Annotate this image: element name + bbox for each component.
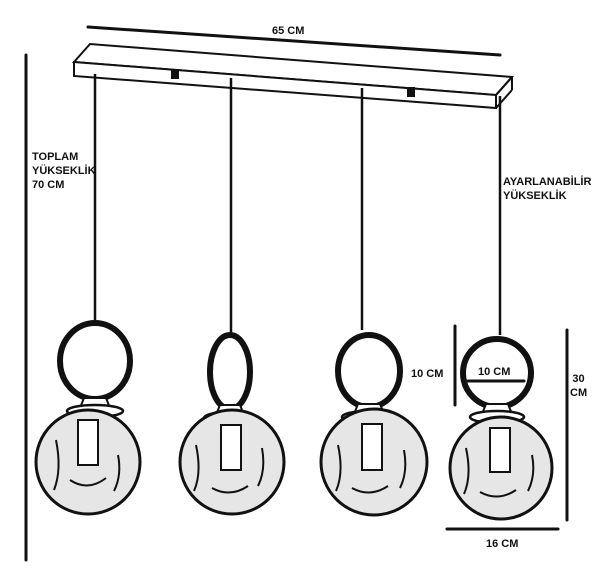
adjustable-height-label-line-1: AYARLANABİLİR xyxy=(503,176,592,188)
pendant-1 xyxy=(34,74,142,516)
pendant-height-label: 30 CM xyxy=(570,372,587,400)
adjustable-height-label: AYARLANABİLİR YÜKSEKLİK xyxy=(503,175,591,203)
pendant-2 xyxy=(178,78,286,516)
width-label: 65 CM xyxy=(272,25,305,37)
total-height-label-line-1: TOPLAM xyxy=(32,151,79,163)
pendant-4 xyxy=(448,96,554,521)
width-dimension-line xyxy=(86,25,502,57)
adjustable-height-label-line-2: YÜKSEKLİK xyxy=(503,190,567,202)
total-height-label-line-2: YÜKSEKLİK xyxy=(32,165,96,177)
pendant-height-label-line-2: CM xyxy=(570,387,588,399)
globe-width-label: 16 CM xyxy=(486,538,519,550)
ring-width-label: 10 CM xyxy=(478,366,511,378)
total-height-label: TOPLAM YÜKSEKLİK 70 CM xyxy=(32,150,96,192)
pendant-height-label-line-1: 30 xyxy=(572,373,585,385)
pendant-1-ring xyxy=(57,320,133,402)
pendant-3-ring xyxy=(335,332,403,410)
pendant-3 xyxy=(319,88,429,517)
pendant-2-ring xyxy=(207,332,253,412)
total-height-label-line-3: 70 CM xyxy=(32,179,65,191)
ceiling-canopy xyxy=(71,42,515,110)
ring-height-label: 10 CM xyxy=(411,368,444,380)
